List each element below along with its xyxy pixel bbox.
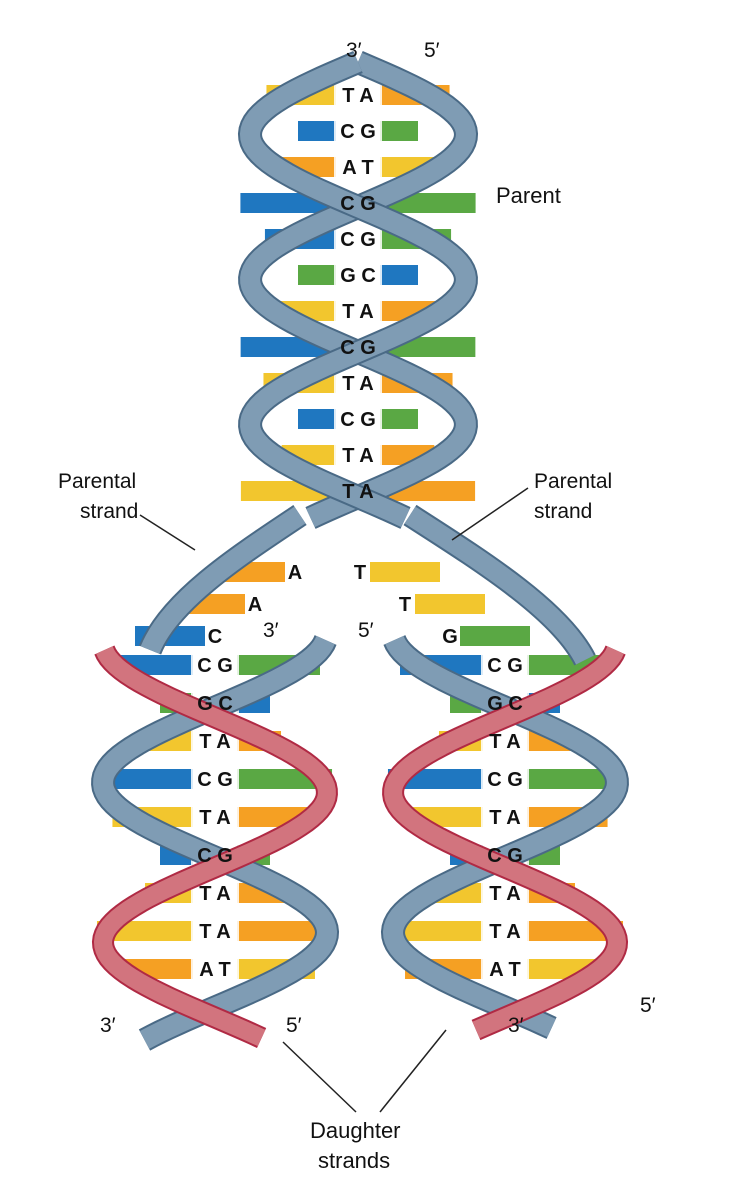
parent-pair-5-label-bg <box>334 263 382 287</box>
parent-pair-9-label-bg <box>334 407 382 431</box>
bottom-right-3prime-label: 3′ <box>508 1014 524 1037</box>
daughter-strand-left-pointer <box>282 1041 357 1113</box>
parent-pair-1-label-bg <box>334 119 382 143</box>
right-daughter-pair-7-left-base <box>386 921 483 941</box>
parental-strand-left-pointer <box>139 514 196 551</box>
left-daughter-pair-7-label-bg <box>191 919 239 943</box>
left-daughter-pair-8-label: A T <box>199 959 230 981</box>
left-daughter-pair-3-label: C G <box>197 769 233 791</box>
helix-strands <box>91 50 629 1051</box>
parent-pair-0-label: T A <box>342 85 373 107</box>
parent-pair-1-label: C G <box>340 121 376 143</box>
parent-pair-0-label-bg <box>334 83 382 107</box>
parent-pair-8-label-bg <box>334 371 382 395</box>
right-daughter-pair-7-label: T A <box>489 921 520 943</box>
parent-pair-10-label-bg <box>334 443 382 467</box>
parent-pair-5-left-base <box>298 265 336 285</box>
parent-pair-11-label: T A <box>342 481 373 503</box>
parental-strand-left-label-line1: Parental <box>58 470 136 493</box>
left-daughter-pair-3-left-base <box>97 769 193 789</box>
parent-pair-9-right-base <box>380 409 418 429</box>
parent-pair-5-right-base <box>380 265 418 285</box>
parent-pair-6-label-bg <box>334 299 382 323</box>
top-3prime-label: 3′ <box>346 39 362 62</box>
fork-left-3prime-label: 3′ <box>263 619 279 642</box>
right-daughter-pair-3-right-base <box>527 769 623 789</box>
fork-right-base-1-label: T <box>399 594 411 616</box>
fork-right-base-2-label: G <box>442 626 458 648</box>
fork-left-base-0-label: A <box>288 562 302 584</box>
parent-pair-9-label: C G <box>340 409 376 431</box>
bottom-left-3prime-label: 3′ <box>100 1014 116 1037</box>
parental-strand-right-fork <box>404 506 594 665</box>
parent-pair-4-label-bg <box>334 227 382 251</box>
right-parental-strand <box>382 635 627 1038</box>
parental-strand-a <box>240 52 477 528</box>
left-daughter-strand <box>93 646 336 1047</box>
left-daughter-pair-4-label-bg <box>191 805 239 829</box>
parent-pair-4-label: C G <box>340 229 376 251</box>
parent-pair-6-label: T A <box>342 301 373 323</box>
right-daughter-pair-0-label: C G <box>487 655 523 677</box>
base-pair-labels: T A C G A T C G C G G C T A C G T A C G T A T A A A C T… <box>197 85 523 981</box>
fork-left-base-2-label: C <box>208 626 222 648</box>
left-daughter-pair-4-label: T A <box>199 807 230 829</box>
right-daughter-pair-3-label-bg <box>481 767 529 791</box>
left-daughter-pair-5-label: C G <box>197 845 233 867</box>
left-daughter-pair-6-label: T A <box>199 883 230 905</box>
parent-pair-8-label: T A <box>342 373 373 395</box>
daughter-strands-label-line2: strands <box>318 1148 390 1173</box>
fork-right-base-0-base <box>370 562 440 582</box>
parental-strand-right-pointer <box>451 487 529 541</box>
text-labels: 3′ 5′ Parent Parental strand Parental st… <box>58 39 656 1173</box>
parent-pair-9-left-base <box>298 409 336 429</box>
right-daughter-pair-3-label: C G <box>487 769 523 791</box>
bottom-right-5prime-label: 5′ <box>640 994 656 1017</box>
parental-strand-right-label-line2: strand <box>534 500 592 523</box>
right-daughter-pair-7-label-bg <box>481 919 529 943</box>
parent-pair-10-label: T A <box>342 445 373 467</box>
right-daughter-pair-5-label: C G <box>487 845 523 867</box>
left-daughter-pair-1-label: G C <box>197 693 233 715</box>
left-daughter-pair-7-label: T A <box>199 921 230 943</box>
left-daughter-pair-3-label-bg <box>191 767 239 791</box>
parent-pair-5-label: G C <box>340 265 376 287</box>
right-daughter-pair-1-label: G C <box>487 693 523 715</box>
fork-right-5prime-label: 5′ <box>358 619 374 642</box>
parent-pair-3-label: C G <box>340 193 376 215</box>
right-daughter-pair-6-label: T A <box>489 883 520 905</box>
left-daughter-pair-0-label: C G <box>197 655 233 677</box>
fork-right-base-1-base <box>415 594 485 614</box>
parent-pair-1-left-base <box>298 121 336 141</box>
daughter-strand-right-pointer <box>379 1029 447 1113</box>
fork-right-base-2-base <box>460 626 530 646</box>
right-daughter-pair-4-label-bg <box>481 805 529 829</box>
parental-strand-b <box>239 52 476 528</box>
right-daughter-pair-4-label: T A <box>489 807 520 829</box>
parental-strand-left-fork <box>140 506 306 655</box>
right-daughter-pair-8-label: A T <box>489 959 520 981</box>
fork-right-base-0-label: T <box>354 562 366 584</box>
bottom-left-5prime-label: 5′ <box>286 1014 302 1037</box>
right-daughter-strand <box>384 646 627 1039</box>
top-5prime-label: 5′ <box>424 39 440 62</box>
parental-strand-left-label-line2: strand <box>80 500 138 523</box>
left-daughter-pair-7-right-base <box>237 921 334 941</box>
left-daughter-pair-0-label-bg <box>191 653 239 677</box>
pointer-lines <box>139 487 529 1113</box>
parent-label: Parent <box>496 183 561 208</box>
right-daughter-pair-0-label-bg <box>481 653 529 677</box>
left-daughter-pair-8-label-bg <box>191 957 239 981</box>
fork-left-base-1-label: A <box>248 594 262 616</box>
parent-pair-1-right-base <box>380 121 418 141</box>
right-daughter-pair-8-label-bg <box>481 957 529 981</box>
parent-pair-7-label: C G <box>340 337 376 359</box>
left-daughter-pair-2-label: T A <box>199 731 230 753</box>
right-daughter-pair-2-label: T A <box>489 731 520 753</box>
parent-pair-2-label-bg <box>334 155 382 179</box>
daughter-strands-label-line1: Daughter <box>310 1118 401 1143</box>
parental-strand-right-label-line1: Parental <box>534 470 612 493</box>
parent-pair-2-label: A T <box>342 157 373 179</box>
